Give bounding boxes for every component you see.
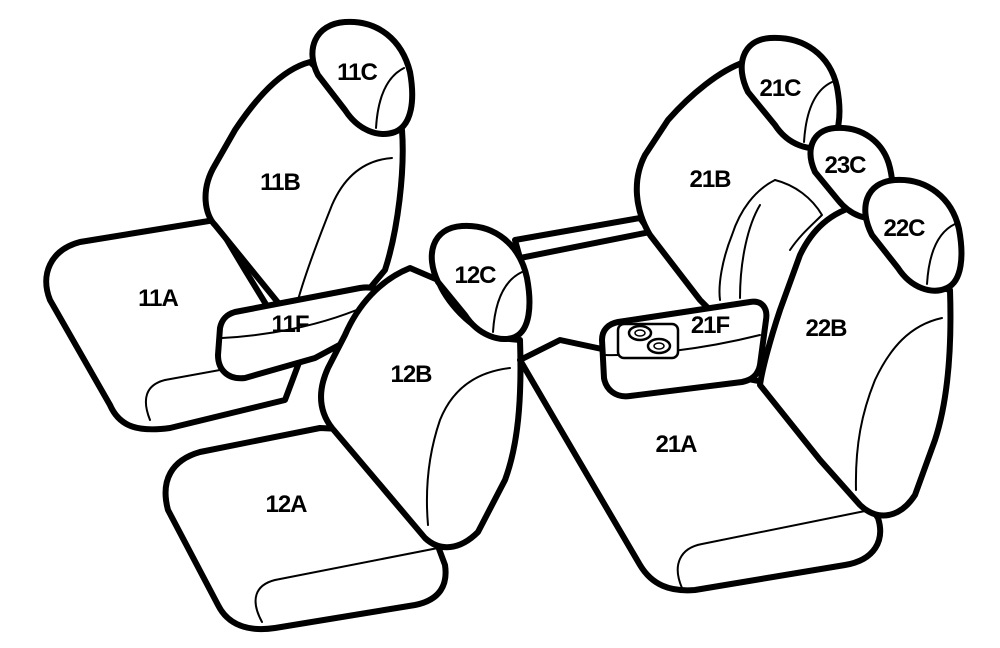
part-21B-inner-right: [774, 179, 823, 251]
label-22C: 22C: [883, 215, 925, 242]
part-11A-seam: [144, 359, 276, 421]
front-left-seat: [43, 18, 416, 433]
part-12C-seam: [492, 271, 523, 333]
label-12A: 12A: [265, 491, 307, 518]
label-21A: 21A: [655, 431, 697, 458]
part-22B-seam: [854, 317, 943, 491]
label-11C: 11C: [337, 59, 377, 86]
part-11B-seam: [297, 157, 393, 301]
cup-holder-icon: [616, 322, 680, 360]
label-22B: 22B: [805, 315, 847, 342]
label-12C: 12C: [454, 262, 496, 289]
part-21C-seam: [803, 81, 833, 143]
part-22C-seam: [926, 223, 956, 285]
part-12A-seam: [254, 547, 439, 623]
rear-bench-top-edge: [512, 215, 653, 261]
part-21B-inner-mid: [739, 204, 761, 299]
label-23C: 23C: [824, 152, 866, 179]
label-21C: 21C: [759, 75, 801, 102]
front-right-seat: [162, 222, 533, 633]
label-11B: 11B: [260, 169, 300, 196]
part-21A-seam: [676, 509, 871, 589]
label-21B: 21B: [689, 166, 731, 193]
part-22C-headrest: [862, 176, 965, 294]
part-12C-headrest: [428, 222, 533, 342]
label-11F: 11F: [271, 311, 308, 338]
label-11A: 11A: [138, 285, 178, 312]
rear-bench: [512, 34, 965, 594]
part-11C-headrest: [309, 18, 416, 137]
label-21F: 21F: [691, 312, 730, 339]
part-21B-inner-left: [718, 179, 776, 301]
label-12B: 12B: [390, 361, 432, 388]
part-12B-seam: [425, 367, 511, 526]
part-11C-seam: [375, 67, 405, 129]
